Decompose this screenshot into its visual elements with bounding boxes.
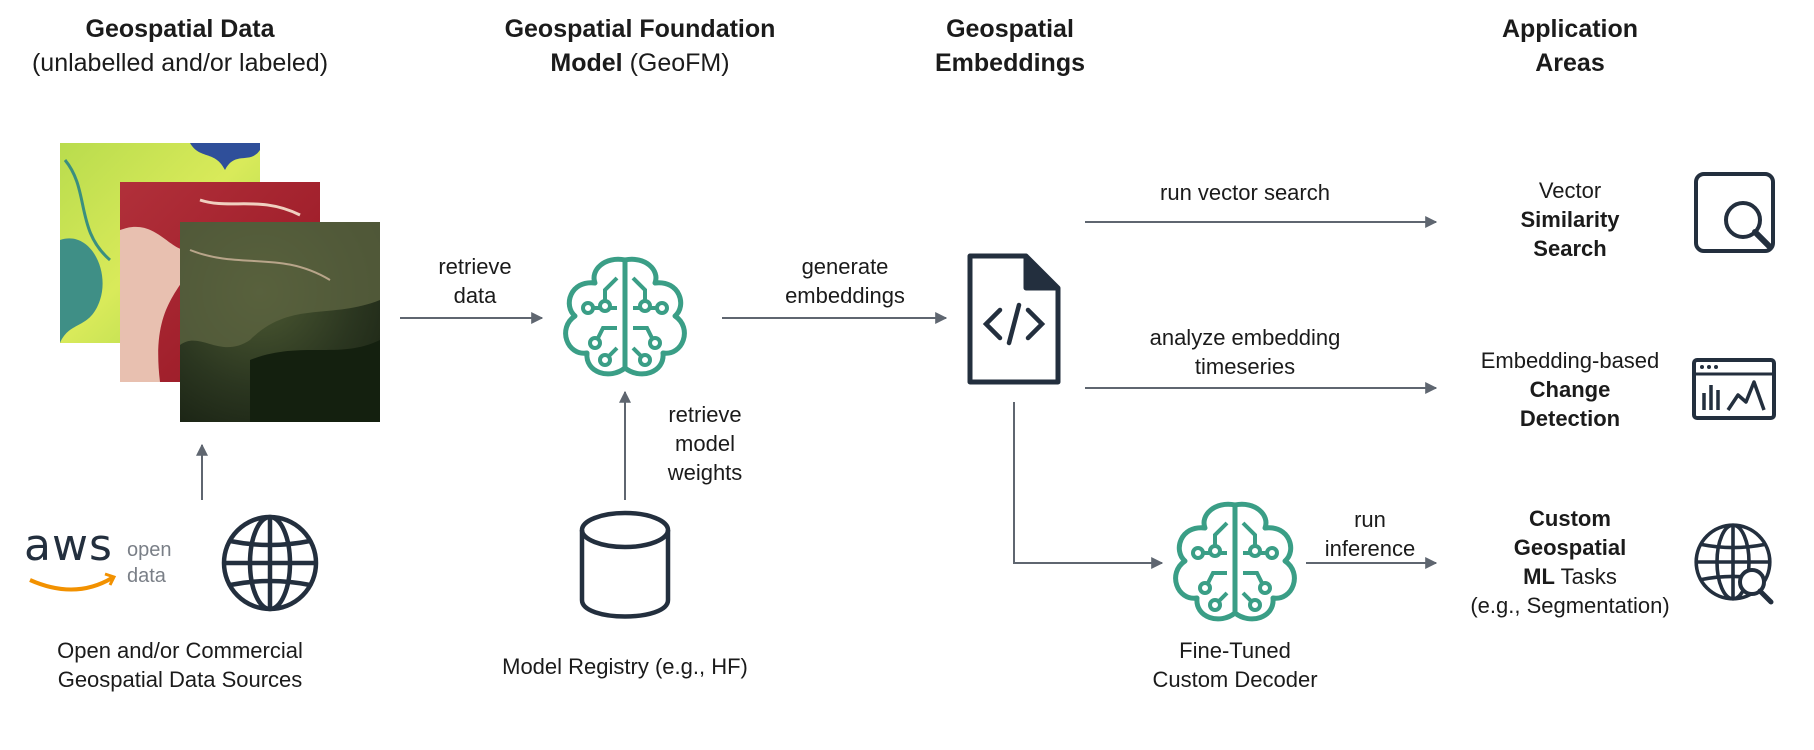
label-generate-line1: generate [801, 254, 889, 279]
open-data-label: open data [127, 537, 172, 589]
app-change-line1: Embedding-based [1480, 348, 1660, 373]
label-generate-line2: embeddings [785, 283, 905, 308]
sources-caption: Open and/or Commercial Geospatial Data S… [20, 636, 340, 694]
header-geospatial-data: Geospatial Data (unlabelled and/or label… [0, 12, 360, 80]
header-emb-line2: Embeddings [934, 49, 1085, 77]
app-similarity-search: Vector Similarity Search [1440, 176, 1700, 263]
label-weights-line1: retrieve [668, 402, 742, 427]
label-retrieve-data-line1: retrieve [438, 254, 512, 279]
dashboard-chart-icon [1692, 358, 1776, 420]
app-custom-line2: Geospatial [1513, 535, 1627, 560]
magnifier-icon [1694, 172, 1775, 253]
label-retrieve-data-line2: data [453, 283, 497, 308]
open-data-line1: open [127, 539, 172, 561]
header-foundation-model: Geospatial Foundation Model (GeoFM) [460, 12, 820, 80]
app-similarity-line2: Similarity [1520, 207, 1620, 232]
app-custom-line1: Custom [1529, 506, 1611, 531]
label-analyze-timeseries: analyze embedding timeseries [1105, 323, 1385, 381]
label-analyze-line1: analyze embedding [1149, 325, 1341, 350]
app-similarity-line3: Search [1533, 236, 1607, 261]
decoder-caption-line1: Fine-Tuned [1179, 638, 1291, 663]
header-data-title: Geospatial Data [85, 15, 275, 43]
globe-icon [224, 517, 316, 609]
label-run-inference: run inference [1310, 505, 1430, 563]
app-change-line2: Change [1529, 377, 1611, 402]
code-file-icon [967, 253, 1061, 385]
header-model-line1: Geospatial Foundation [504, 15, 776, 43]
header-model-abbr: (GeoFM) [622, 49, 730, 77]
decoder-caption: Fine-Tuned Custom Decoder [1115, 636, 1355, 694]
arrow-to-decoder [1013, 402, 1164, 569]
label-weights-line2: model [675, 431, 735, 456]
app-change-detection: Embedding-based Change Detection [1440, 346, 1700, 433]
brain-circuit-icon [566, 259, 685, 374]
label-retrieve-weights: retrieve model weights [645, 400, 765, 487]
app-change-line3: Detection [1519, 406, 1621, 431]
header-embeddings: Geospatial Embeddings [880, 12, 1140, 80]
database-icon [579, 510, 671, 619]
app-custom-tasks: Custom Geospatial ML Tasks (e.g., Segmen… [1440, 504, 1700, 620]
sources-caption-line1: Open and/or Commercial [57, 638, 303, 663]
header-model-line2: Model (GeoFM) [460, 46, 820, 80]
header-app-line2: Areas [1535, 49, 1605, 77]
label-inference-line1: run [1354, 507, 1386, 532]
label-run-vector-search: run vector search [1160, 180, 1330, 205]
true-color-image [180, 222, 380, 422]
label-retrieve-data: retrieve data [415, 252, 535, 310]
header-app-line1: Application [1501, 15, 1639, 43]
app-custom-tasks-word: Tasks [1554, 564, 1617, 589]
app-custom-ml: ML [1523, 564, 1555, 589]
globe-search-icon [1694, 523, 1774, 605]
aws-smile-icon [29, 576, 114, 592]
satellite-imagery-stack [60, 143, 380, 422]
label-generate-embeddings: generate embeddings [760, 252, 930, 310]
decoder-brain-icon [1176, 504, 1295, 619]
label-analyze-line2: timeseries [1194, 354, 1296, 379]
app-similarity-line1: Vector [1538, 178, 1602, 203]
label-weights-line3: weights [667, 460, 743, 485]
open-data-line2: data [127, 565, 166, 587]
app-custom-line3: ML Tasks [1440, 562, 1700, 591]
sources-caption-line2: Geospatial Data Sources [57, 667, 303, 692]
header-data-subtitle: (unlabelled and/or labeled) [31, 49, 329, 77]
app-custom-line4: (e.g., Segmentation) [1470, 593, 1670, 618]
registry-caption: Model Registry (e.g., HF) [502, 654, 748, 679]
decoder-caption-line2: Custom Decoder [1152, 667, 1318, 692]
aws-logo: aws [24, 520, 113, 571]
label-inference-line2: inference [1324, 536, 1416, 561]
header-emb-line1: Geospatial [946, 15, 1074, 43]
header-application-areas: Application Areas [1440, 12, 1700, 80]
header-model-bold: Model [550, 49, 623, 77]
